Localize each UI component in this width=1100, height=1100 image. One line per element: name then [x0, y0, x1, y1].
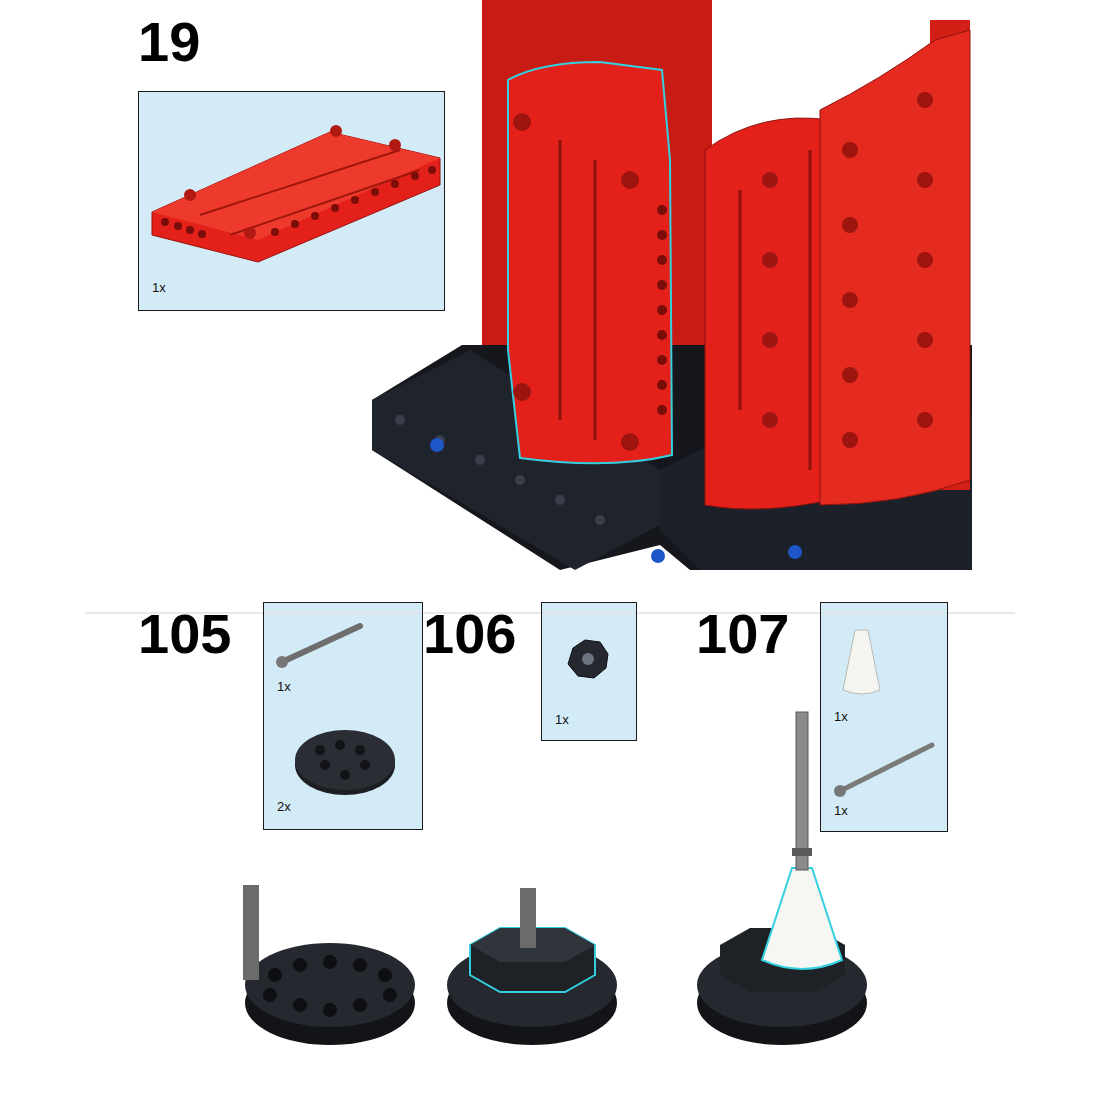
part-count: 1x: [834, 803, 848, 818]
step-number: 105: [138, 606, 231, 662]
parts-box: 1x 1x: [820, 602, 948, 832]
step-number: 107: [696, 606, 789, 662]
parts-box: 1x 2x: [263, 602, 423, 830]
step-number: 106: [423, 606, 516, 662]
part-count: 2x: [277, 799, 291, 814]
part-count: 1x: [152, 280, 166, 295]
parts-box: 1x: [138, 91, 445, 311]
part-count: 1x: [834, 709, 848, 724]
part-count: 1x: [277, 679, 291, 694]
part-count: 1x: [555, 712, 569, 727]
step-number: 19: [138, 14, 200, 70]
parts-box: 1x: [541, 602, 637, 741]
